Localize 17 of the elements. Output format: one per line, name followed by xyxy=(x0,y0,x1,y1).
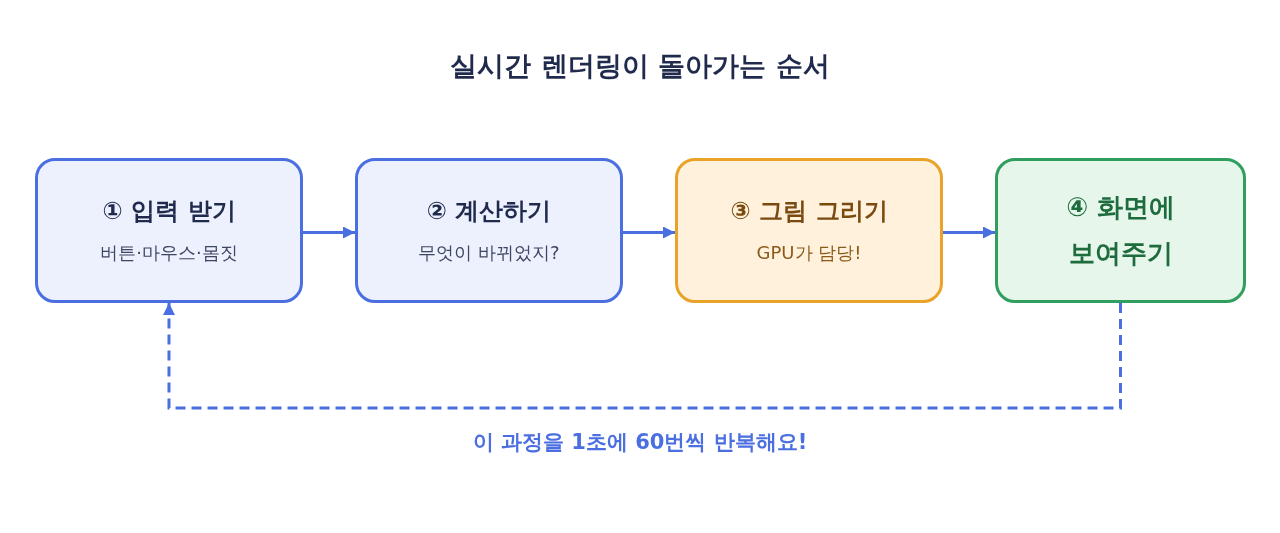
arrow xyxy=(303,226,355,239)
step-title: ④ 화면에 보여주기 xyxy=(1064,191,1177,270)
arrow xyxy=(623,226,675,239)
process-box xyxy=(995,158,1246,303)
step-title: ③ 그림 그리기 xyxy=(730,196,888,228)
process-box xyxy=(675,158,943,303)
note-text: 이 과정을 1초에 60번씩 반복해요! xyxy=(472,430,808,454)
arrow xyxy=(163,303,1122,410)
step-description: 무엇이 바뀌었지? xyxy=(418,241,560,265)
step-description: GPU가 담당! xyxy=(756,241,862,265)
arrow xyxy=(943,226,995,239)
diagram-title: 실시간 렌더링이 돌아가는 순서 xyxy=(450,50,830,81)
process-box xyxy=(35,158,303,303)
step-title: ② 계산하기 xyxy=(426,196,552,228)
step-title: ① 입력 받기 xyxy=(102,196,236,228)
step-description: 버튼·마우스·몸짓 xyxy=(100,241,238,265)
process-box xyxy=(355,158,623,303)
